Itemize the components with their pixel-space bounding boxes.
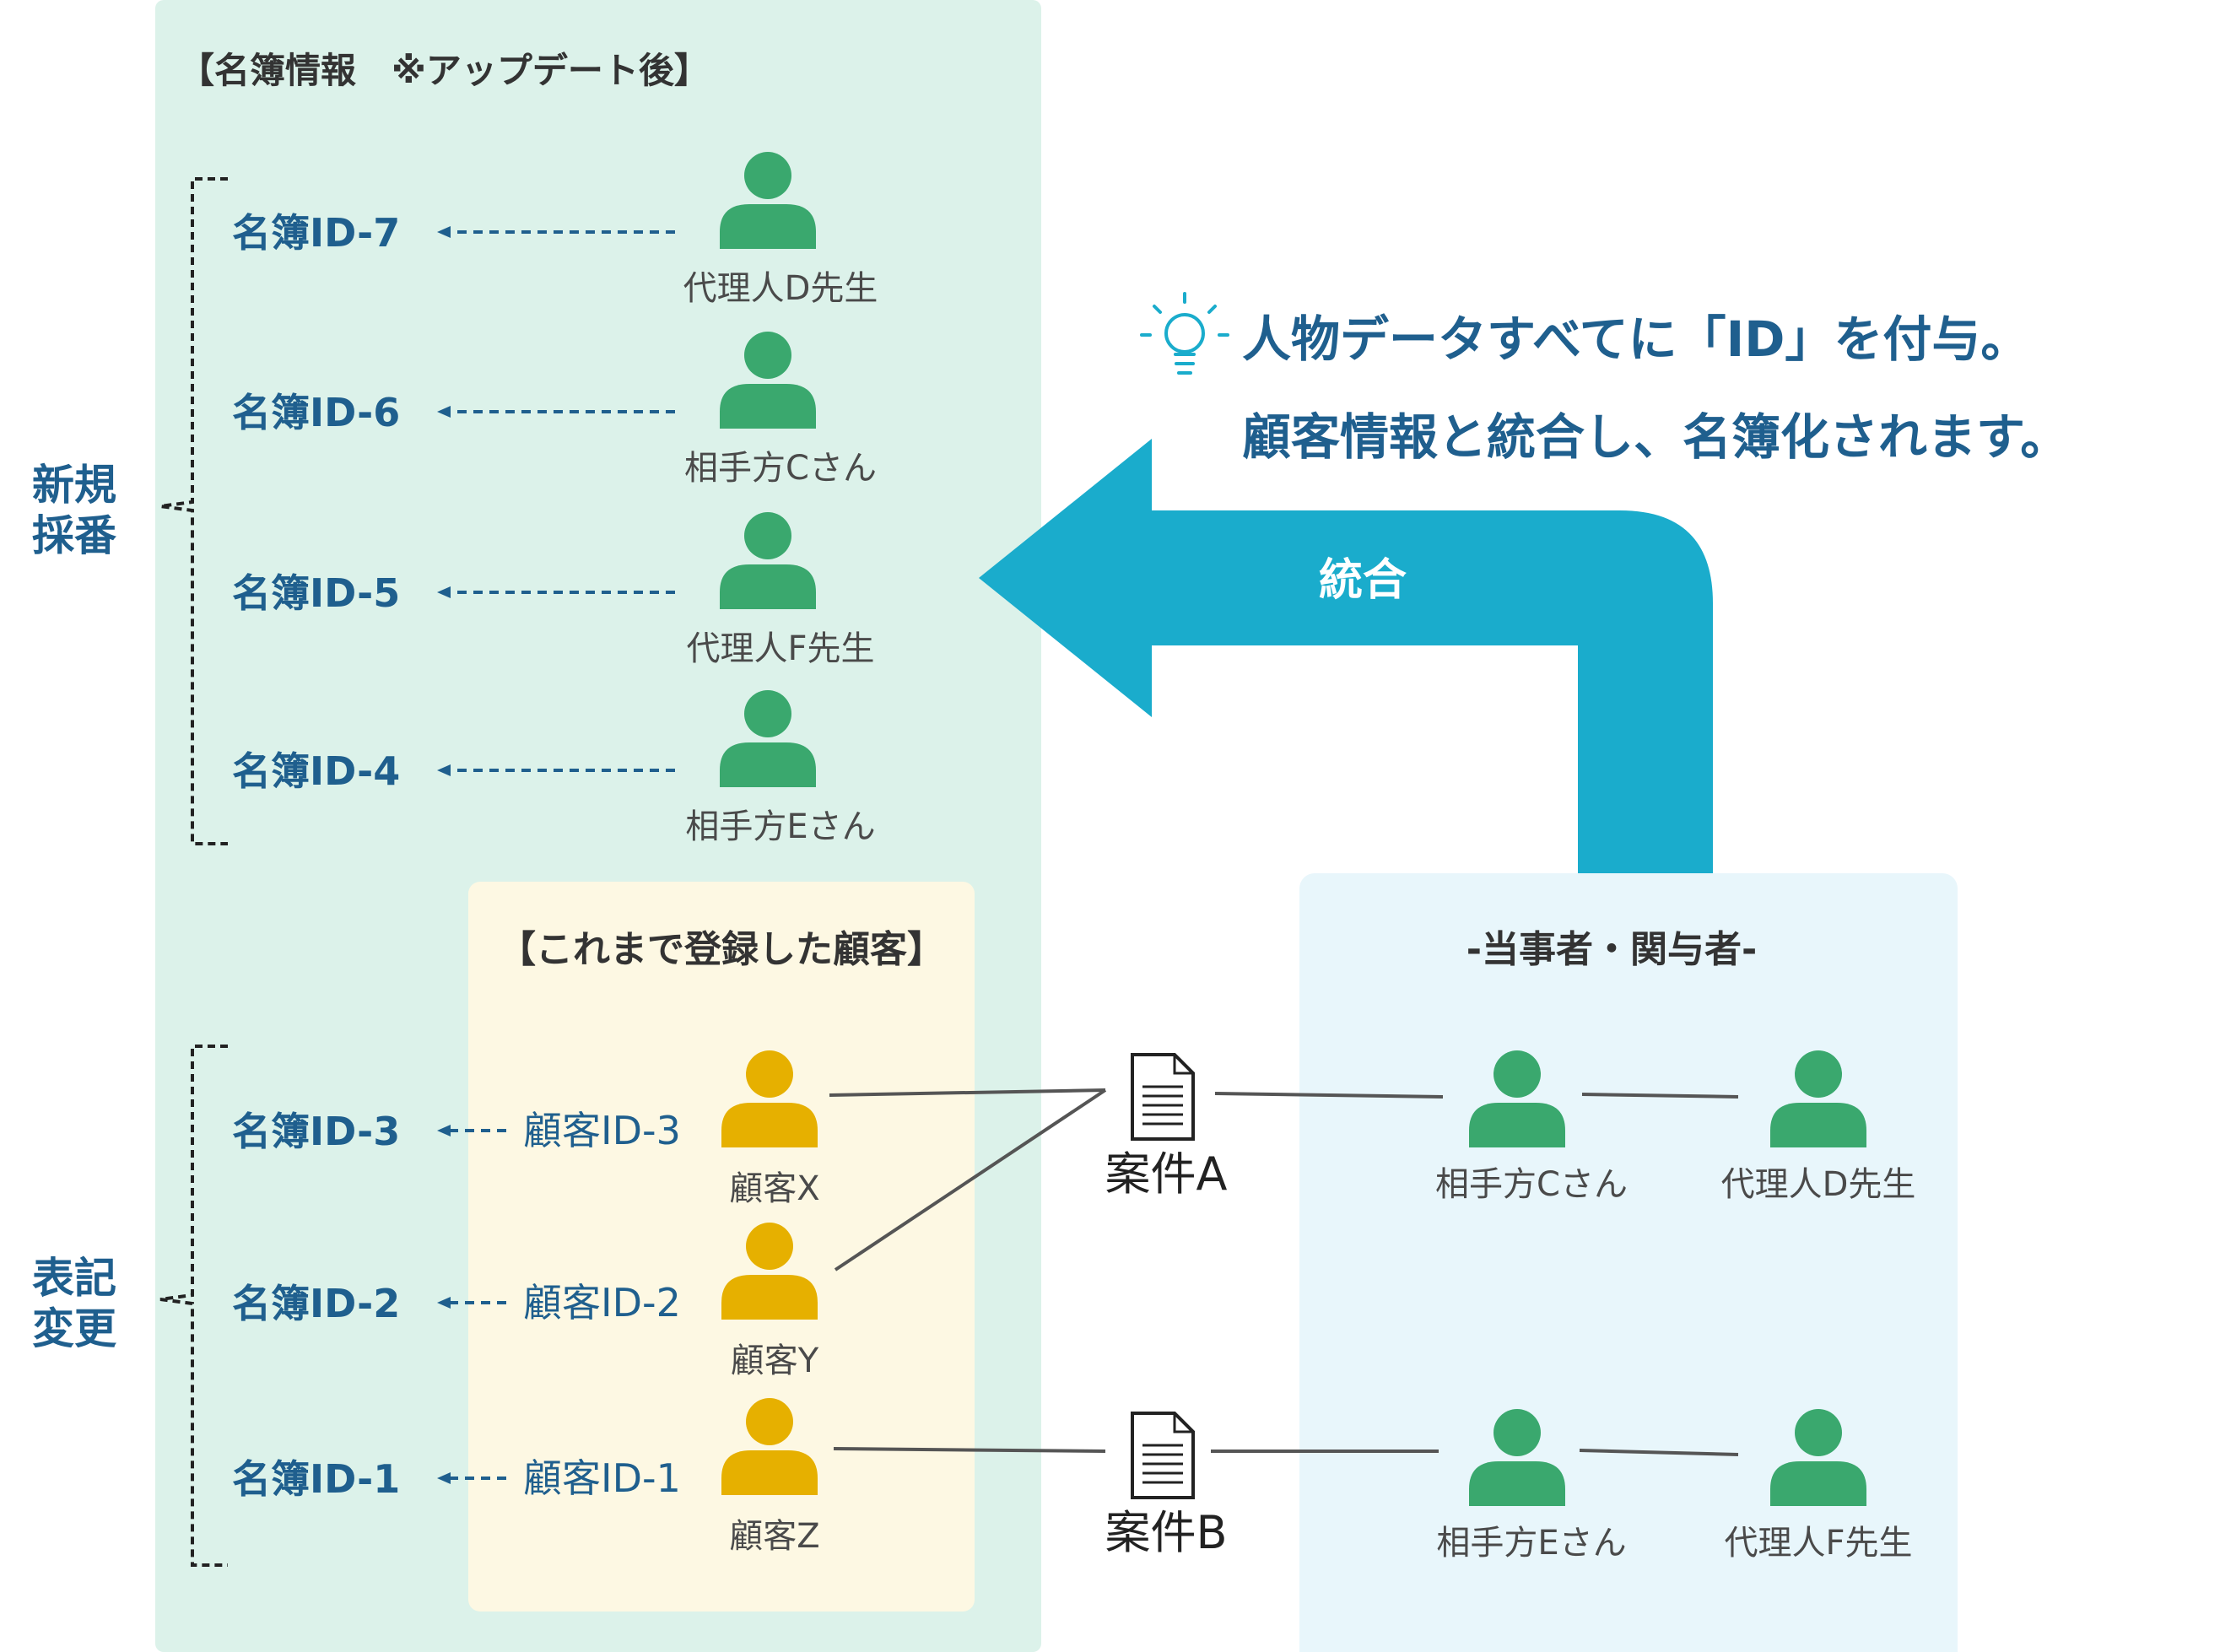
connector-case-a-other xyxy=(1214,1092,1444,1099)
group-label-changed-2: 変更 xyxy=(32,1304,117,1353)
registry-row-new: 名簿ID-4 相手方Eさん xyxy=(232,690,876,846)
registry-id: 名簿ID-1 xyxy=(232,1456,400,1502)
merge-arrow xyxy=(979,439,1713,873)
registry-row-existing: 名簿ID-3 顧客ID-3 顧客X xyxy=(232,1050,820,1208)
other-party-name: 相手方Eさん xyxy=(1436,1524,1626,1563)
existing-customers-panel xyxy=(468,882,975,1612)
connector-e-f xyxy=(1579,1449,1739,1456)
case-connectors xyxy=(829,1088,1739,1456)
person-icon xyxy=(1469,1050,1565,1147)
person-icon xyxy=(1770,1050,1866,1147)
registry-row-existing: 名簿ID-1 顧客ID-1 顧客Z xyxy=(232,1398,820,1556)
document-icon xyxy=(1131,1412,1195,1499)
group-label-changed-1: 表記 xyxy=(32,1254,116,1303)
link-arrow xyxy=(437,1125,506,1136)
person-icon xyxy=(721,1223,818,1320)
person-icon xyxy=(1770,1409,1866,1506)
link-arrow xyxy=(437,764,675,776)
case-item: 案件B xyxy=(1105,1412,1228,1559)
registry-id: 名簿ID-2 xyxy=(232,1281,400,1326)
person-icon xyxy=(720,152,816,249)
person-name: 代理人F先生 xyxy=(686,629,874,668)
registry-row-new: 名簿ID-5 代理人F先生 xyxy=(232,512,875,668)
changed-group-bracket xyxy=(159,1045,228,1567)
other-party-name: 相手方Cさん xyxy=(1435,1165,1628,1204)
merge-label: 統合 xyxy=(1319,555,1407,606)
customer-id: 顧客ID-1 xyxy=(523,1455,681,1501)
person-name: 相手方Cさん xyxy=(684,449,877,488)
person-icon xyxy=(720,690,816,787)
document-icon xyxy=(1131,1053,1195,1141)
registry-row-new: 名簿ID-6 相手方Cさん xyxy=(232,332,877,488)
case-label: 案件B xyxy=(1105,1506,1227,1559)
group-label-new-2: 採番 xyxy=(32,511,116,560)
parties-title: -当事者・関与者- xyxy=(1466,928,1758,971)
case-item: 案件A xyxy=(1105,1053,1228,1201)
link-arrow xyxy=(437,1472,506,1484)
registry-row-new: 名簿ID-7 代理人D先生 xyxy=(232,152,878,308)
registry-id: 名簿ID-3 xyxy=(232,1109,400,1154)
parties-row: 相手方Eさん 代理人F先生 xyxy=(1436,1409,1913,1563)
person-name: 代理人D先生 xyxy=(683,269,878,308)
customer-id: 顧客ID-2 xyxy=(523,1280,681,1325)
customer-id: 顧客ID-3 xyxy=(523,1108,681,1153)
person-name: 相手方Eさん xyxy=(685,807,875,846)
connector-x-case-a xyxy=(829,1088,1106,1097)
person-icon xyxy=(721,1398,818,1495)
connector-z-case-b xyxy=(833,1447,1106,1453)
parties-panel xyxy=(1299,873,1958,1652)
person-icon xyxy=(1469,1409,1565,1506)
person-name: 顧客Y xyxy=(731,1342,819,1380)
person-icon xyxy=(720,332,816,429)
link-arrow xyxy=(437,586,675,598)
link-arrow xyxy=(437,1297,506,1309)
registry-id: 名簿ID-4 xyxy=(232,748,400,794)
link-arrow xyxy=(437,406,675,418)
person-icon xyxy=(720,512,816,609)
connector-y-case-a xyxy=(834,1088,1107,1271)
group-label-new-1: 新規 xyxy=(32,461,116,510)
registry-id: 名簿ID-5 xyxy=(232,570,400,616)
case-label: 案件A xyxy=(1105,1147,1228,1201)
callout-line-1: 人物データすべてに「ID」を付与。 xyxy=(1242,310,2029,368)
person-name: 顧客Z xyxy=(729,1517,819,1556)
link-arrow xyxy=(437,226,675,238)
agent-name: 代理人F先生 xyxy=(1724,1524,1912,1563)
registry-row-existing: 名簿ID-2 顧客ID-2 顧客Y xyxy=(232,1223,819,1380)
registry-id: 名簿ID-6 xyxy=(232,390,400,435)
callout-line-2: 顧客情報と統合し、名簿化されます。 xyxy=(1242,408,2069,466)
registry-id: 名簿ID-7 xyxy=(232,210,400,256)
registry-title: 【名簿情報 ※アップデート後】 xyxy=(179,50,710,91)
person-name: 顧客X xyxy=(729,1169,819,1208)
agent-name: 代理人D先生 xyxy=(1721,1165,1916,1204)
connector-c-d xyxy=(1581,1093,1739,1099)
existing-customers-title: 【これまで登録した顧客】 xyxy=(499,928,944,971)
lightbulb-icon xyxy=(1140,292,1229,375)
person-icon xyxy=(721,1050,818,1147)
parties-row: 相手方Cさん 代理人D先生 xyxy=(1435,1050,1915,1204)
